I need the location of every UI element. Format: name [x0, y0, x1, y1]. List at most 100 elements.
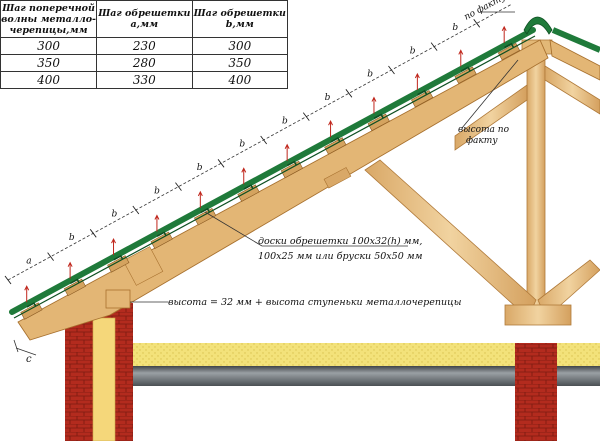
dimension-tick: [4, 275, 12, 285]
truss-brace-pad: [323, 167, 352, 189]
dimension-tick: [430, 42, 438, 51]
table-cell: 400: [0, 71, 98, 89]
label-po-faktu: по факту: [463, 0, 509, 23]
table-cell: 350: [0, 54, 98, 72]
tile-step: [200, 207, 211, 214]
ceiling-pipe: [130, 366, 600, 386]
height-arrow: [501, 25, 507, 43]
upper-brace-right: [544, 65, 600, 115]
tile-step: [373, 113, 384, 119]
table-cell: 300: [0, 37, 98, 55]
tile-step: [156, 231, 167, 237]
left-strut: [364, 159, 537, 319]
table-cell: 400: [191, 71, 289, 89]
wall-plate: [105, 289, 131, 309]
label-doski-1: доски обрешетки 100х32(h) мм,: [258, 236, 422, 247]
left-wall-insulation: [92, 317, 116, 441]
dimension-label-b: b: [325, 93, 331, 103]
dimension-tick: [132, 205, 140, 215]
dimension-label-b: b: [69, 233, 75, 243]
table-cell: 280: [96, 54, 193, 72]
height-arrow: [284, 143, 290, 161]
table-cell: 330: [96, 71, 193, 89]
table-cell: 300: [191, 37, 289, 55]
tie-beam-block: [504, 304, 572, 326]
height-arrow: [111, 237, 116, 256]
height-arrow: [328, 120, 334, 138]
tile-step: [417, 89, 428, 96]
dimension-label-a: a: [26, 256, 31, 266]
king-post: [526, 49, 546, 311]
right-brick-column: [515, 343, 557, 441]
dimension-line: [7, 3, 513, 281]
batten: [194, 208, 217, 226]
height-arrow: [197, 190, 203, 208]
dimension-tick: [217, 159, 225, 168]
tile-step: [330, 137, 341, 143]
height-arrow: [67, 261, 73, 279]
tile-step: [26, 302, 37, 308]
tile-step: [504, 42, 515, 49]
metal-tile-sheet: [9, 27, 536, 315]
label-doski-2: 100х25 мм или бруски 50х50 мм: [258, 251, 423, 262]
table-cell: 350: [191, 54, 289, 72]
batten: [237, 184, 260, 202]
metal-tile-underside: [13, 35, 536, 319]
dimension-tick: [175, 182, 182, 191]
dimension-label-b: b: [410, 46, 416, 56]
right-rafter: [549, 39, 600, 81]
table-header-row: Шаг поперечной волны металло-черепицы,мм…: [0, 0, 289, 38]
table-cell: 230: [96, 37, 193, 55]
table-row: 300 230 300: [0, 37, 289, 55]
height-arrow: [458, 49, 464, 67]
height-arrow: [24, 285, 30, 303]
metal-tile-right: [551, 27, 600, 53]
table-header: Шаг обрешетки b,мм: [191, 0, 289, 38]
dimension-label-b: b: [282, 116, 288, 126]
height-arrow: [414, 72, 420, 90]
dimension-tick: [260, 135, 268, 145]
leader-vysota: [461, 59, 519, 129]
dimension-label-b: b: [367, 70, 373, 80]
dimension-ticks: [4, 19, 481, 285]
dimension-label-b: b: [197, 163, 203, 173]
eave-board: [122, 246, 164, 286]
dimension-label-b: b: [112, 210, 118, 220]
tile-step: [243, 184, 254, 190]
label-vysota-po-faktu-1: высота по: [458, 125, 510, 135]
upper-brace-left: [454, 84, 528, 151]
dimension-tick: [473, 19, 481, 28]
tile-step: [69, 278, 80, 285]
dimension-tick: [302, 112, 310, 121]
batten: [107, 255, 130, 273]
table-header: Шаг обрешетки a,мм: [96, 0, 193, 38]
ridge-cap: [523, 16, 553, 35]
height-arrow: [241, 167, 247, 185]
tile-step: [460, 66, 471, 72]
dimension-tick: [388, 65, 395, 75]
batten: [150, 231, 173, 249]
tile-steps: [26, 42, 515, 308]
dimension-label-b: b: [154, 186, 160, 196]
dimension-tick: [89, 229, 97, 238]
dimension-tick: [345, 89, 353, 98]
dimension-label-b: b: [239, 140, 245, 150]
batten: [63, 278, 86, 297]
table-header: Шаг поперечной волны металло-черепицы,мм: [0, 0, 98, 38]
tile-step: [287, 160, 297, 167]
dimension-tick: [47, 252, 54, 261]
batten: [280, 160, 304, 179]
label-vysota-po-faktu-2: факту: [466, 136, 498, 146]
c-dimension-arrows: [13, 339, 37, 356]
tile-step: [113, 254, 124, 261]
label-c: c: [26, 354, 32, 365]
height-arrow: [371, 96, 377, 114]
table-row: 350 280 350: [0, 54, 289, 72]
leader-doski: [204, 211, 263, 247]
batten: [20, 302, 43, 320]
height-arrows: [24, 25, 507, 303]
batten-spacing-table: Шаг поперечной волны металло-черепицы,мм…: [0, 0, 289, 89]
label-vysota-formula: высота = 32 мм + высота ступеньки металл…: [168, 297, 462, 308]
